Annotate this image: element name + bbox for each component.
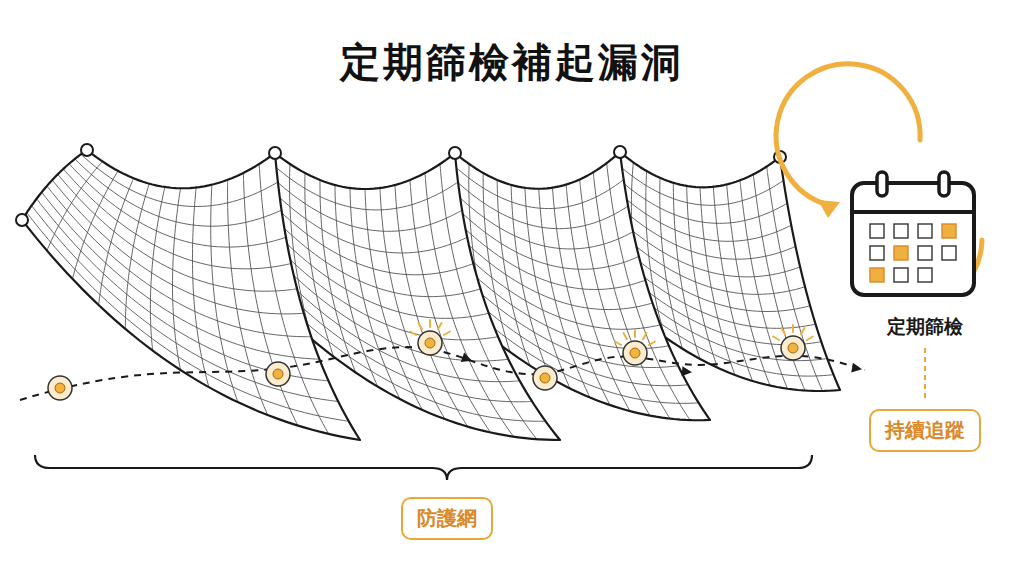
net-pin — [16, 214, 28, 226]
net-pin — [269, 147, 281, 159]
path-arrowhead — [682, 366, 693, 377]
path-arrowhead — [461, 353, 474, 366]
lesion-dot — [615, 330, 655, 365]
label: 定期篩檢 — [887, 314, 963, 340]
leader-line — [924, 348, 926, 402]
safety-net — [16, 144, 840, 440]
lesion-dot — [266, 362, 290, 386]
lesion-dot — [773, 325, 813, 360]
net-pin — [81, 144, 93, 156]
calendar-icon — [776, 64, 982, 295]
net-sheet — [22, 150, 360, 440]
bracket — [35, 455, 812, 480]
tag-text: 防護網 — [417, 505, 477, 532]
title: 定期篩檢補起漏洞 — [340, 35, 684, 90]
tag-box: 防護網 — [401, 497, 493, 540]
net-pin — [614, 146, 626, 158]
tracking-path — [20, 347, 865, 400]
tag-text: 持續追蹤 — [885, 417, 965, 444]
net-pin — [449, 147, 461, 159]
tag-box: 持續追蹤 — [869, 409, 981, 452]
lesion-dot — [533, 366, 557, 390]
lesion-dot — [410, 320, 450, 355]
path-arrowhead — [851, 363, 863, 375]
lesion-dot — [48, 376, 72, 400]
